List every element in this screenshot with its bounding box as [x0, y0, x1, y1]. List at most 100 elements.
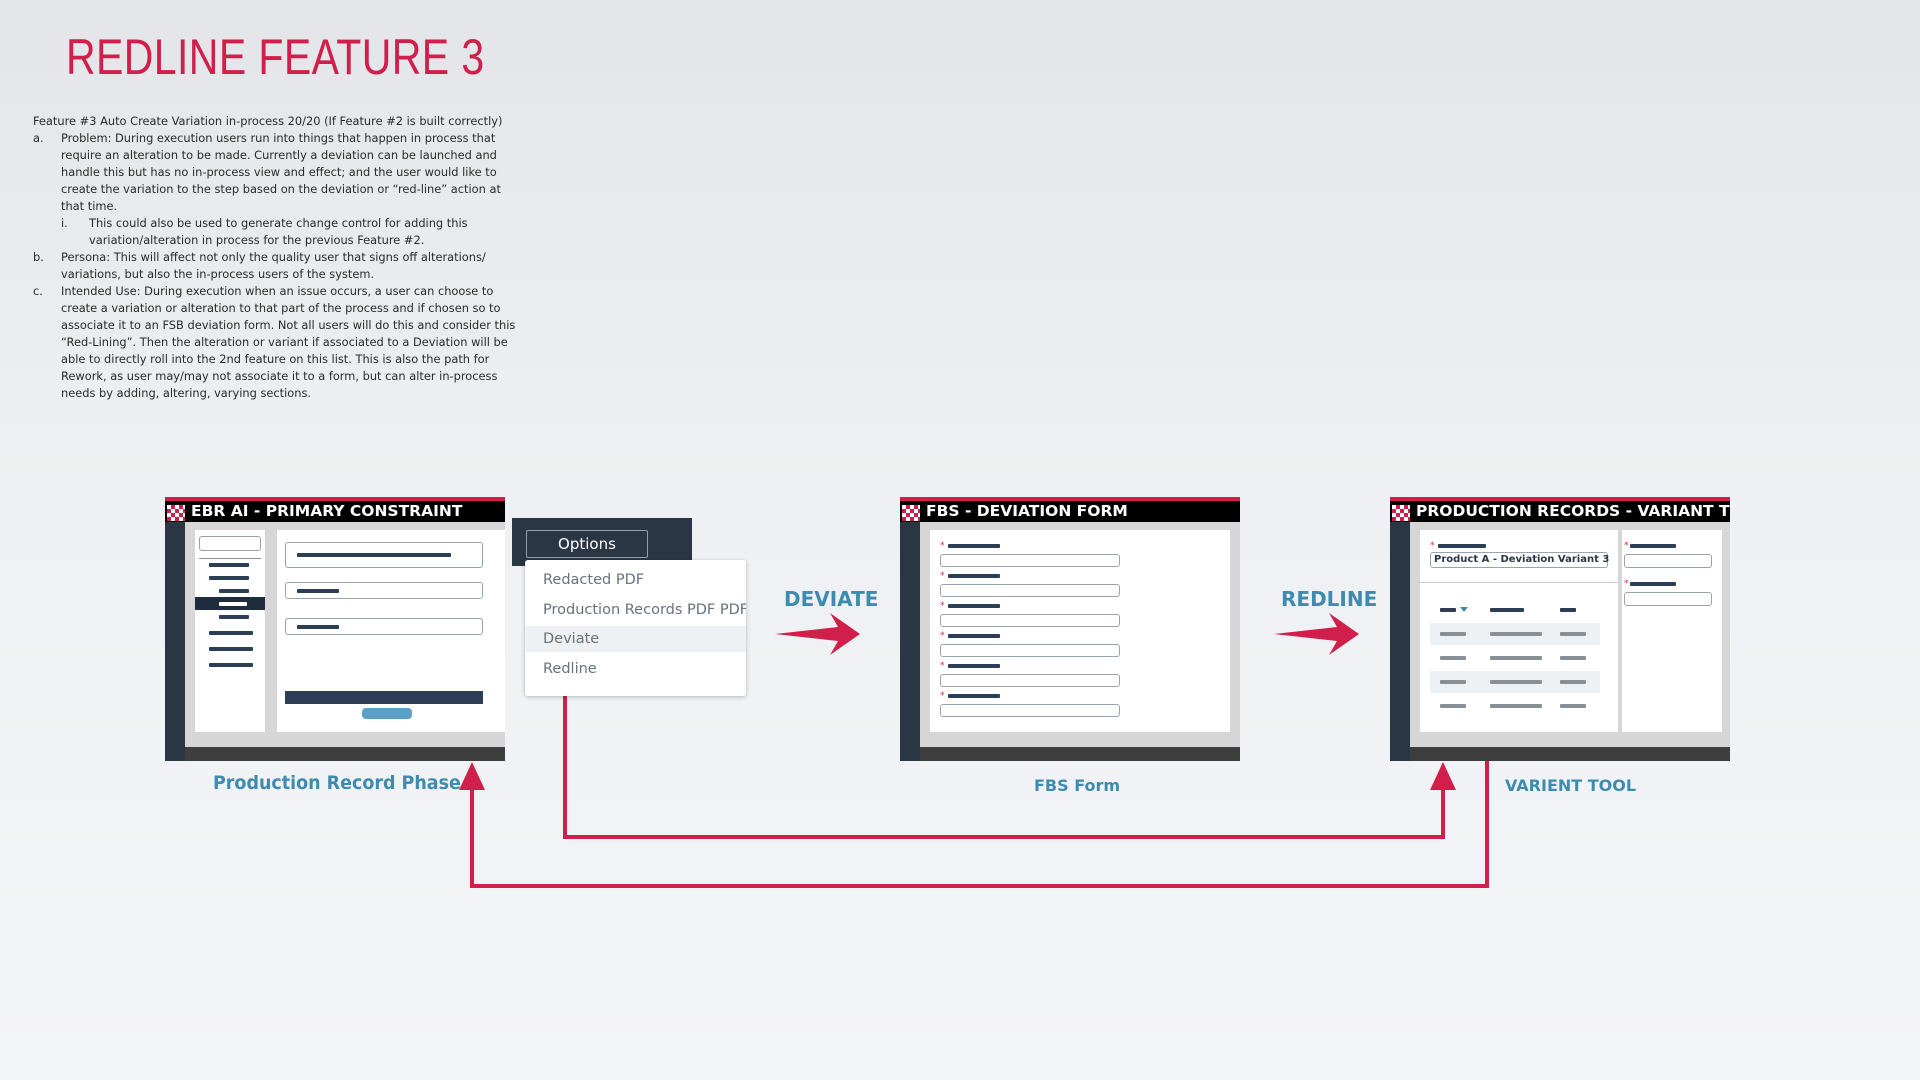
field-label: [948, 634, 1000, 638]
required-marker: *: [940, 631, 945, 641]
form-field[interactable]: [940, 644, 1120, 657]
note-line: Problem: During execution users run into…: [61, 131, 496, 145]
ebr-screen-title: EBR AI - PRIMARY CONSTRAINT: [191, 502, 463, 520]
form-field[interactable]: [940, 704, 1120, 717]
table-cell: [1440, 704, 1466, 708]
note-a-marker: a.: [33, 131, 44, 145]
notes-heading: Feature #3 Auto Create Variation in-proc…: [33, 114, 503, 128]
sidebar-search-field[interactable]: [199, 536, 261, 551]
required-marker: *: [940, 661, 945, 671]
variant-screen-body: * Product A - Deviation Variant 3 * *: [1410, 522, 1730, 747]
note-line: This could also be used to generate chan…: [89, 216, 468, 230]
redline-label: REDLINE: [1281, 587, 1378, 611]
required-marker: *: [940, 571, 945, 581]
table-cell: [1490, 656, 1542, 660]
menu-item-redacted-pdf[interactable]: Redacted PDF: [543, 572, 645, 588]
note-a: a. Problem: During execution users run i…: [33, 130, 533, 215]
variant-side-field[interactable]: [1624, 592, 1712, 606]
note-c: c. Intended Use: During execution when a…: [33, 283, 533, 402]
fbs-screen-body: * * * * * *: [920, 522, 1240, 747]
ebr-main-panel: [277, 530, 505, 732]
fbs-form-panel: * * * * * *: [930, 530, 1230, 732]
note-line: require an alteration to be made. Curren…: [61, 148, 497, 162]
brand-logo-icon: [1392, 505, 1410, 521]
table-cell: [1490, 704, 1542, 708]
options-menu: Redacted PDF Production Records PDF PDF …: [525, 560, 746, 696]
menu-item-deviate[interactable]: Deviate: [525, 626, 746, 652]
options-toolbar: Options: [512, 518, 692, 566]
field-label: [948, 694, 1000, 698]
note-line: “Red-Lining”. Then the alteration or var…: [61, 335, 508, 349]
variant-screen[interactable]: PRODUCTION RECORDS - VARIANT TOOL * Prod…: [1390, 497, 1730, 761]
ebr-submit-button[interactable]: [362, 708, 412, 719]
redline-arrow: [1274, 613, 1359, 655]
note-line: associate it to an FSB deviation form. N…: [61, 318, 516, 332]
note-i-marker: i.: [61, 216, 68, 230]
note-line: needs by adding, altering, varying secti…: [61, 386, 312, 400]
field-label: [948, 544, 1000, 548]
table-cell: [1490, 632, 1542, 636]
page-title: REDLINE FEATURE 3: [66, 29, 485, 85]
form-field[interactable]: [940, 554, 1120, 567]
variant-name-field[interactable]: Product A - Deviation Variant 3: [1430, 552, 1610, 568]
note-c-marker: c.: [33, 284, 43, 298]
ebr-row-field[interactable]: [285, 582, 483, 599]
variant-arrowhead: [1430, 762, 1456, 790]
variant-side-field[interactable]: [1624, 554, 1712, 568]
fbs-screen[interactable]: FBS - DEVIATION FORM * * * * * *: [900, 497, 1240, 761]
ebr-caption: Production Record Phase: [213, 772, 461, 794]
ebr-screen[interactable]: EBR AI - PRIMARY CONSTRAINT: [165, 497, 505, 761]
brand-logo-icon: [167, 505, 185, 521]
brand-logo-icon: [902, 505, 920, 521]
redline-to-variant-connector: [563, 680, 1445, 839]
fbs-screen-header: FBS - DEVIATION FORM: [900, 497, 1240, 522]
variant-screen-header: PRODUCTION RECORDS - VARIANT TOOL: [1390, 497, 1730, 522]
menu-item-production-records-pdf[interactable]: Production Records PDF PDF: [543, 602, 746, 618]
variant-name-value: Product A - Deviation Variant 3: [1434, 554, 1610, 565]
required-marker: *: [940, 691, 945, 701]
note-b: b. Persona: This will affect not only th…: [33, 249, 533, 283]
table-cell: [1440, 656, 1466, 660]
feature-notes: Feature #3 Auto Create Variation in-proc…: [33, 113, 533, 402]
record-arrowhead: [459, 762, 485, 790]
note-line: that time.: [61, 199, 118, 213]
form-field[interactable]: [940, 614, 1120, 627]
ebr-submit-bar: [285, 691, 483, 704]
table-cell: [1560, 632, 1586, 636]
deviate-arrow: [775, 613, 860, 655]
variant-screen-title: PRODUCTION RECORDS - VARIANT TOOL: [1416, 502, 1730, 520]
menu-item-redline[interactable]: Redline: [543, 661, 597, 677]
variant-to-record-connector: [470, 730, 1489, 888]
note-line: Rework, as user may/may not associate it…: [61, 369, 498, 383]
field-label: [948, 664, 1000, 668]
note-line: Persona: This will affect not only the q…: [61, 250, 486, 264]
note-line: able to directly roll into the 2nd featu…: [61, 352, 490, 366]
note-line: handle this but has no in-process view a…: [61, 165, 497, 179]
table-cell: [1440, 680, 1466, 684]
required-marker: *: [940, 601, 945, 611]
table-cell: [1560, 704, 1586, 708]
note-line: create the variation to the step based o…: [61, 182, 501, 196]
required-marker: *: [940, 541, 945, 551]
note-b-marker: b.: [33, 250, 44, 264]
table-cell: [1560, 680, 1586, 684]
form-field[interactable]: [940, 584, 1120, 597]
field-label: [948, 574, 1000, 578]
form-field[interactable]: [940, 674, 1120, 687]
variant-side-panel: * *: [1622, 530, 1722, 732]
fbs-caption: FBS Form: [1034, 776, 1121, 795]
variant-main-panel: * Product A - Deviation Variant 3: [1420, 530, 1618, 732]
deviate-label: DEVIATE: [784, 587, 879, 611]
ebr-sidebar: [195, 530, 265, 732]
note-line: variations, but also the in-process user…: [61, 267, 375, 281]
ebr-row-field[interactable]: [285, 618, 483, 635]
note-line: create a variation or alteration to that…: [61, 301, 501, 315]
ebr-screen-header: EBR AI - PRIMARY CONSTRAINT: [165, 497, 505, 522]
table-cell: [1440, 632, 1466, 636]
options-button[interactable]: Options: [526, 530, 648, 558]
sort-caret-icon[interactable]: [1460, 607, 1468, 612]
note-a-i: i. This could also be used to generate c…: [33, 215, 533, 249]
table-cell: [1490, 680, 1542, 684]
note-line: Intended Use: During execution when an i…: [61, 284, 494, 298]
